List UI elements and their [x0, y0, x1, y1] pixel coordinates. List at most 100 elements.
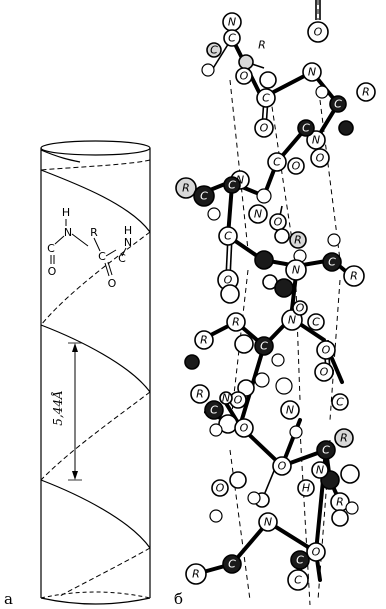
atom-79 [185, 563, 207, 585]
atom-letter-77: N [264, 516, 272, 529]
atom-50 [184, 354, 200, 370]
atom-29 [218, 226, 238, 246]
atom-47 [226, 312, 246, 332]
atom-letter-18: O [316, 152, 325, 165]
atom-letter-24: R [182, 182, 190, 195]
atom-12 [329, 95, 347, 113]
atom-32 [274, 228, 290, 244]
atom-letter-56: O [234, 394, 243, 407]
atom-letter-59: O [240, 422, 249, 435]
atom-64 [289, 425, 303, 439]
atom-51 [190, 384, 210, 404]
atom-71 [340, 464, 360, 484]
atom-78 [222, 554, 242, 574]
atom-r: R [90, 226, 98, 239]
atom-52 [204, 400, 224, 420]
atom-letter-43: C [312, 316, 320, 329]
atom-37 [322, 252, 342, 272]
atom-8 [256, 88, 276, 108]
atom-43 [307, 313, 325, 331]
atom-letter-13: R [362, 86, 370, 99]
atom-61 [271, 353, 285, 367]
atom-62 [314, 362, 334, 382]
atom-6 [235, 67, 253, 85]
atom-letter-42: N [288, 314, 296, 327]
atom-letter-86: O [216, 482, 225, 495]
pitch-label: 5,44Å [50, 390, 65, 425]
atom-letter-62: O [320, 366, 329, 379]
atom-4 [238, 54, 254, 70]
atom-82 [287, 569, 309, 591]
atom-46 [254, 336, 274, 356]
atom-c2: C [98, 250, 106, 263]
atom-letter-22: N [236, 174, 244, 187]
atom-24 [175, 177, 197, 199]
atom-letter-17: C [302, 122, 310, 135]
atom-n2: N [124, 236, 132, 249]
atom-letter-9: O [260, 122, 269, 135]
atom-11 [307, 21, 329, 43]
atom-26 [207, 207, 221, 221]
atom-86 [211, 479, 229, 497]
atom-letter-20: O [292, 160, 301, 173]
atom-c1: C [47, 242, 55, 255]
atom-letter-63: O [278, 460, 287, 473]
atom-letter-27: N [254, 208, 262, 221]
atom-letter-44: O [296, 302, 305, 315]
atom-15 [338, 120, 354, 136]
atom-67 [334, 428, 354, 448]
atom-letter-49: R [200, 334, 208, 347]
atom-letter-8: C [262, 92, 270, 105]
atom-25 [193, 185, 215, 207]
atom-letter-1: C [228, 32, 236, 45]
atom-20 [287, 157, 305, 175]
atom-letter-0: N [228, 16, 236, 29]
atom-48 [234, 334, 254, 354]
atom-76 [247, 491, 261, 505]
atom-17 [297, 119, 315, 137]
panel-a-label: а [4, 590, 13, 608]
atom-57 [219, 391, 233, 405]
atom-2 [206, 42, 222, 58]
atom-o2: O [108, 277, 117, 290]
atom-letter-80: C [296, 554, 304, 567]
atom-letter-52: C [210, 404, 218, 417]
atom-letter-70: R [336, 496, 344, 509]
atom-letter-29: C [224, 230, 232, 243]
atom-40 [220, 284, 240, 304]
atom-letter-38: R [350, 270, 358, 283]
atom-h2: H [124, 224, 132, 237]
atom-letter-73: H [302, 482, 310, 495]
atom-letter-47: R [232, 316, 240, 329]
atom-77 [258, 512, 278, 532]
atom-letter-28: O [274, 216, 283, 229]
atom-letter-46: C [260, 340, 268, 353]
atom-73 [297, 479, 315, 497]
atom-7 [259, 71, 277, 89]
atom-letter-36: N [292, 264, 300, 277]
atom-letter-45: O [322, 344, 331, 357]
atom-1 [223, 29, 241, 47]
atom-75 [229, 471, 247, 489]
atom-81 [306, 542, 326, 562]
atom-14 [315, 85, 329, 99]
atom-letter-16: N [312, 134, 320, 147]
atom-21 [256, 188, 272, 204]
atom-31 [289, 231, 307, 249]
atom-letter-51: R [196, 388, 204, 401]
atom-letter-78: C [228, 558, 236, 571]
atom-65 [280, 400, 300, 420]
atom-10 [302, 62, 322, 82]
backbone-bonds [194, 36, 356, 582]
peptide-structure: H N R C C O H N C O [47, 206, 132, 290]
panel-a-cylinder-helix: H N R C C O H N C O [40, 140, 151, 605]
atom-letter-66: C [336, 396, 344, 409]
atom-83 [209, 509, 223, 523]
atom-letter-10: N [308, 66, 316, 79]
atom-letter-2: C [210, 44, 218, 57]
atom-n1: N [64, 226, 72, 239]
atom-66 [331, 393, 349, 411]
